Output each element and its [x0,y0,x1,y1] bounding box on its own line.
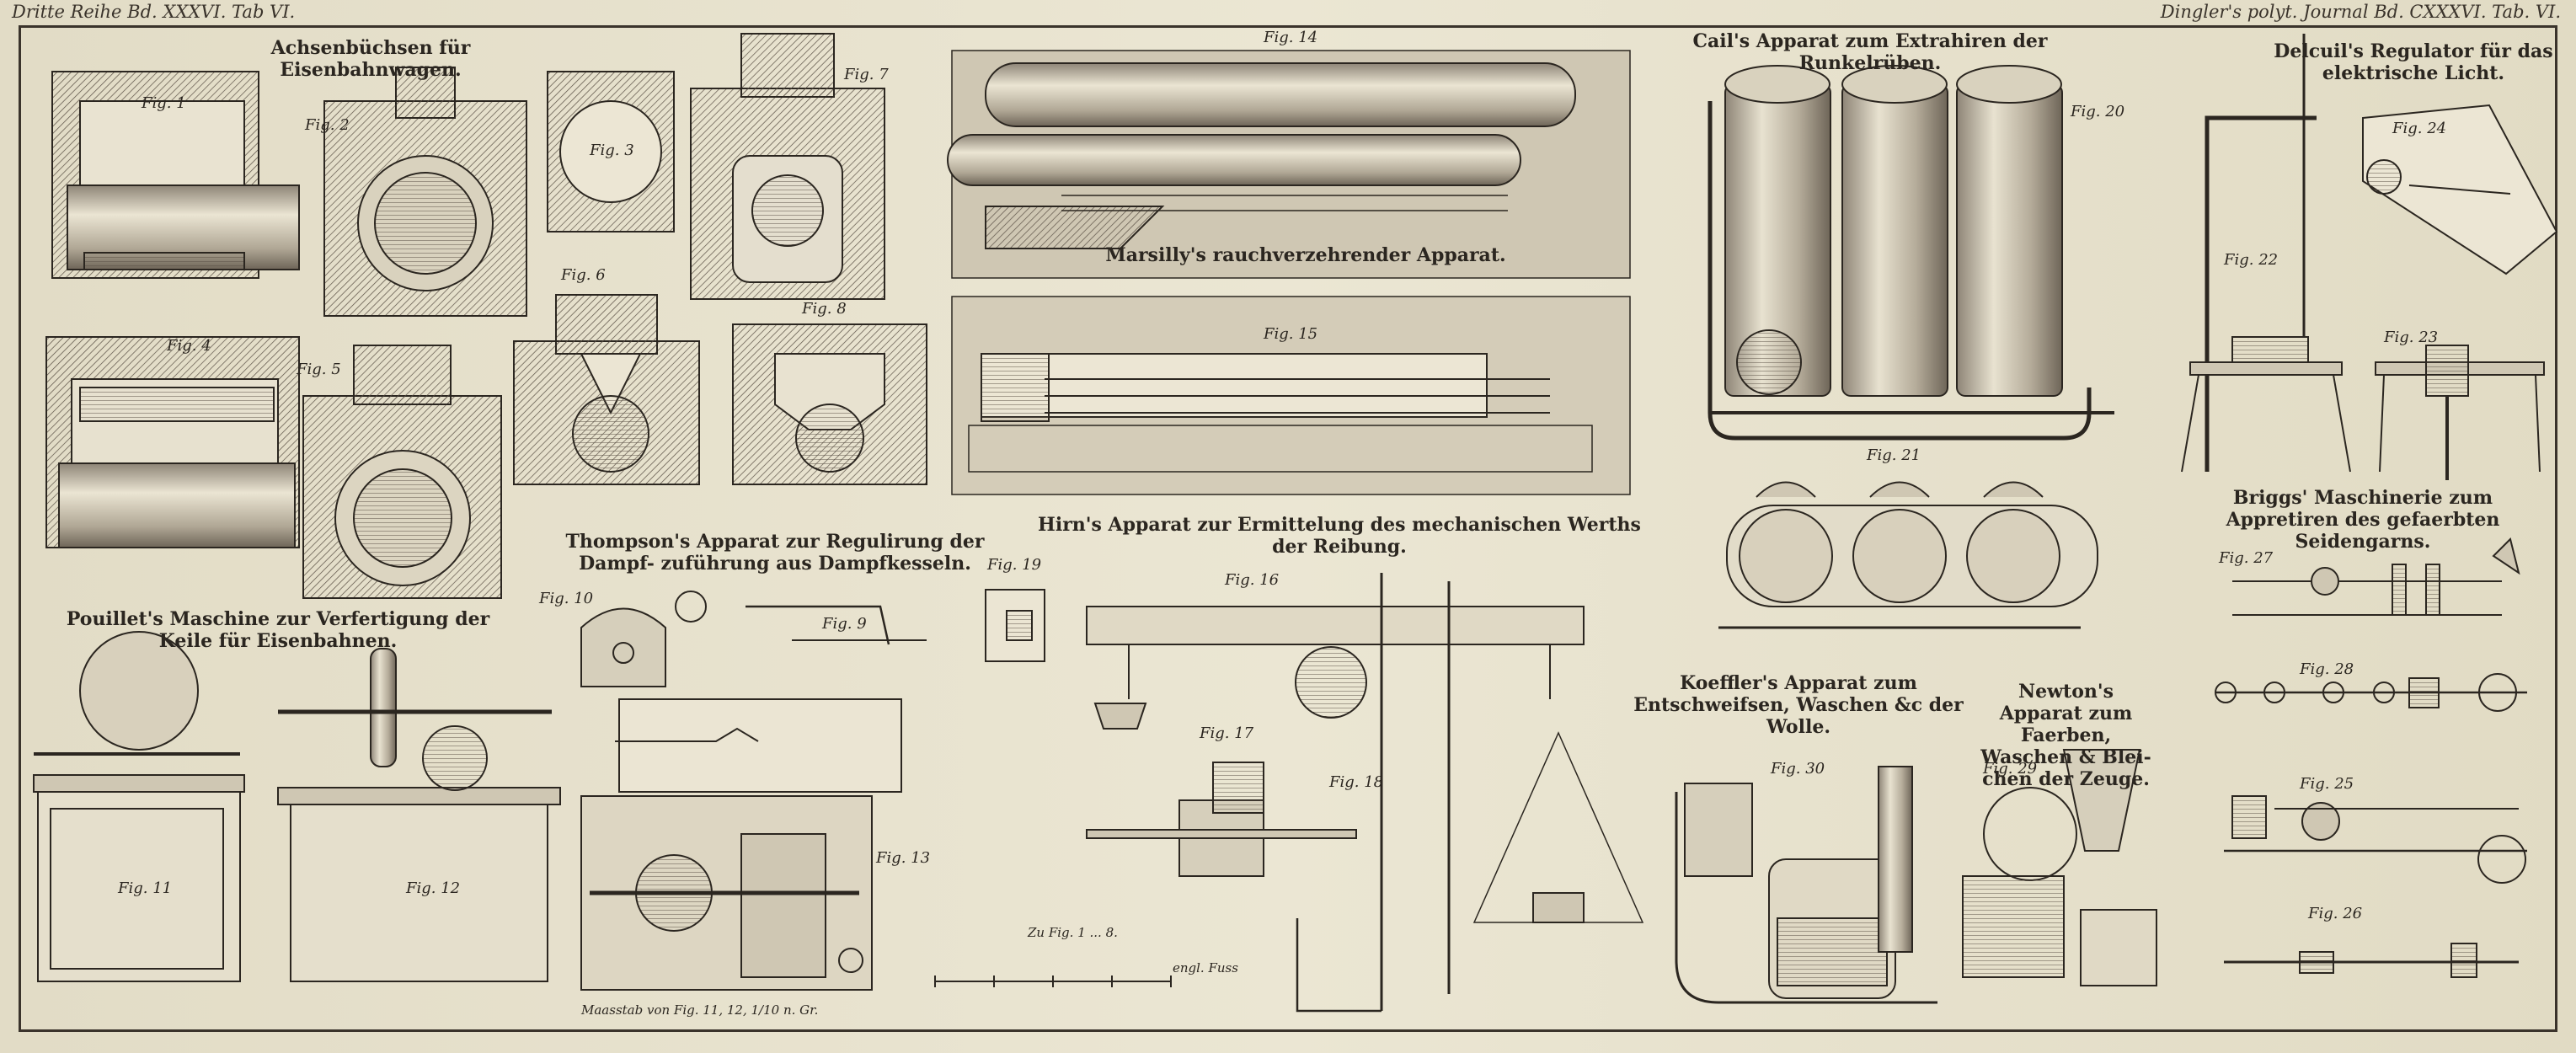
fig-25-label: Fig. 25 [2300,775,2354,793]
fig-10-label: Fig. 10 [539,590,594,607]
header-right: Dingler's polyt. Journal Bd. CXXXVI. Tab… [2160,2,2561,22]
fig-2-label: Fig. 2 [305,116,350,134]
fig-27-label: Fig. 27 [2219,549,2274,567]
fig-28-drawing [2215,673,2527,712]
title-thompson: Thompson's Apparat zur Regulirung der Da… [565,531,985,575]
fig-16-drawing [1086,606,1585,730]
fig-24-label: Fig. 24 [2392,120,2447,137]
title-briggs: Briggs' Maschinerie zum Appretiren des g… [2226,487,2500,553]
note-zu-fig: Zu Fig. 1 ... 8. [1028,925,1118,940]
fig-8-drawing [732,323,927,485]
fig-1-label: Fig. 1 [142,94,186,112]
fig-7-drawing [690,33,885,300]
fig-26-drawing [2224,943,2519,978]
fig-15-label: Fig. 15 [1264,325,1318,343]
fig-11-drawing [33,631,245,982]
fig-6-label: Fig. 6 [561,266,606,284]
scale-bar [934,975,1172,987]
title-pouillet: Pouillet's Maschine zur Verfertigung der… [66,608,490,652]
plate-frame [19,25,2557,1032]
fig-12-drawing [277,648,561,982]
fig-21-label: Fig. 21 [1867,446,1921,464]
title-marsilly: Marsilly's rauchverzehrender Apparat. [1105,244,1506,266]
fig-23-label: Fig. 23 [2384,329,2439,346]
fig-22-drawing [2181,34,2351,473]
fig-27-drawing [2232,537,2520,616]
fig-19-drawing [985,589,1045,662]
fig-9-drawing [615,605,927,793]
fig-3-drawing [547,71,675,233]
header-left: Dritte Reihe Bd. XXXVI. Tab VI. [12,2,296,22]
title-delcuil: Delcuil's Regulator für das elektrische … [2274,40,2553,84]
fig-24-drawing [2362,104,2558,275]
fig-18-drawing [1296,573,1644,1013]
fig-5-drawing [302,345,502,599]
title-koeffler: Koeffler's Apparat zum Entschweifsen, Wa… [1633,672,1964,738]
title-cail: Cail's Apparat zum Extrahiren der Runkel… [1692,30,2048,74]
fig-13-drawing [580,795,873,991]
fig-28-label: Fig. 28 [2300,660,2354,678]
fig-23-drawing [2375,345,2545,480]
title-achsenbuechsen: Achsenbüchsen für Eisenbahnwagen. [270,37,471,81]
fig-15-drawing [951,296,1631,495]
fig-4-drawing [45,336,300,548]
fig-30-label: Fig. 30 [1771,760,1825,778]
fig-19-label: Fig. 19 [987,556,1042,574]
title-newton: Newton's Apparat zum Faerben, Waschen & … [1980,681,2151,790]
fig-29-drawing [1962,749,2157,986]
note-maasstab: Maasstab von Fig. 11, 12, 1/10 n. Gr. [581,1002,819,1018]
fig-1-drawing [51,71,300,279]
fig-2-drawing [323,67,527,317]
title-hirn: Hirn's Apparat zur Ermittelung des mecha… [1038,514,1641,558]
fig-7-label: Fig. 7 [844,66,889,83]
fig-14-label: Fig. 14 [1264,29,1318,46]
fig-5-label: Fig. 5 [297,361,341,378]
fig-14-drawing [947,50,1631,279]
fig-16-label: Fig. 16 [1225,571,1280,589]
fig-9-label: Fig. 9 [822,615,867,633]
fig-17-drawing [1086,762,1357,877]
fig-18-label: Fig. 18 [1329,773,1384,791]
fig-30-drawing [1675,766,1937,1004]
fig-8-label: Fig. 8 [802,300,847,318]
note-engl-fuss: engl. Fuss [1173,960,1238,975]
fig-17-label: Fig. 17 [1200,724,1254,742]
fig-20-drawing [1708,65,2114,441]
fig-29-label: Fig. 29 [1983,760,2038,778]
fig-22-label: Fig. 22 [2224,251,2279,269]
fig-6-drawing [513,294,700,485]
fig-21-drawing [1718,481,2098,629]
fig-10-drawing [580,591,707,687]
fig-11-label: Fig. 11 [118,879,173,897]
fig-3-label: Fig. 3 [590,142,634,159]
fig-4-label: Fig. 4 [167,337,211,355]
fig-12-label: Fig. 12 [406,879,461,897]
fig-25-drawing [2224,795,2527,884]
fig-26-label: Fig. 26 [2308,905,2363,922]
fig-13-label: Fig. 13 [876,849,931,867]
fig-20-label: Fig. 20 [2071,103,2125,120]
